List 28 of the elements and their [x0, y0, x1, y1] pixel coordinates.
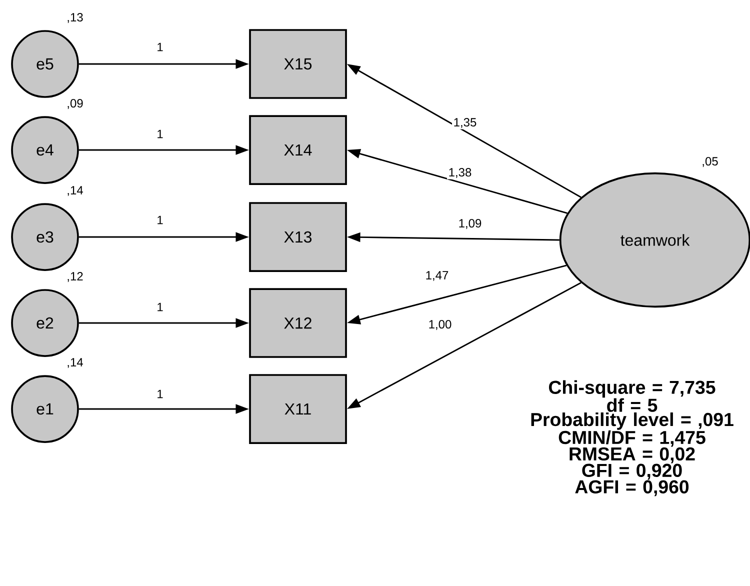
- fit-statistic: Chi-square = 7,735: [549, 380, 716, 398]
- fit-statistic: df = 5: [607, 398, 658, 412]
- fit-statistic: GFI = 0,920: [582, 464, 682, 480]
- indicator-box: X13: [249, 202, 347, 272]
- variance-label: ,05: [702, 157, 718, 167]
- edge-label: 1: [155, 42, 165, 52]
- edge-label: 1,00: [427, 318, 454, 332]
- edge-label: 1: [155, 388, 165, 400]
- edge-label: 1,47: [424, 270, 450, 282]
- variance-label: ,14: [68, 186, 83, 196]
- edge-label: 1: [155, 214, 165, 226]
- variance-label: ,13: [68, 13, 83, 23]
- indicator-box: X14: [249, 115, 347, 185]
- fit-statistic: Probability level = ,091: [531, 412, 734, 430]
- fit-statistic: RMSEA = 0,02: [570, 447, 695, 464]
- variance-label: ,09: [68, 99, 83, 109]
- edge-label: 1,38: [447, 166, 474, 180]
- indicator-box: X12: [249, 288, 347, 358]
- edge-label: 1,09: [457, 218, 484, 230]
- edge-label: 1: [155, 128, 165, 140]
- indicator-box: X15: [249, 29, 347, 99]
- indicator-box: X11: [249, 374, 347, 444]
- fit-statistic: CMIN/DF = 1,475: [558, 430, 706, 447]
- variance-label: ,12: [68, 272, 83, 282]
- edge-label: 1,35: [452, 116, 478, 130]
- edge-label: 1: [155, 302, 165, 312]
- variance-label: ,14: [68, 358, 83, 368]
- fit-statistic: AGFI = 0,960: [575, 480, 689, 496]
